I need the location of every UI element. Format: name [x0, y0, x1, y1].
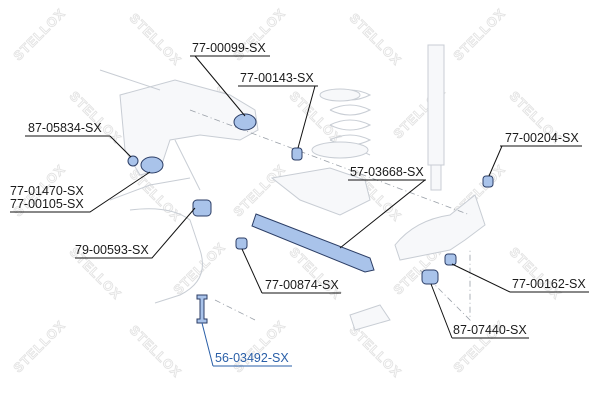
- bushing-77-00143[interactable]: [291, 147, 303, 161]
- watermark-text: STELLOX: [10, 5, 68, 63]
- label-77-00874-sx[interactable]: 77-00874-SX: [265, 278, 339, 292]
- stabilizer-link-56-03492[interactable]: [196, 294, 208, 324]
- suspension-sketch: [99, 44, 486, 331]
- label-77-01470-sx[interactable]: 77-01470-SX: [10, 184, 84, 198]
- watermark-text: STELLOX: [10, 317, 68, 375]
- label-77-00204-sx[interactable]: 77-00204-SX: [505, 131, 579, 145]
- label-87-05834-sx[interactable]: 87-05834-SX: [28, 121, 102, 135]
- watermark-text: STELLOX: [347, 322, 405, 380]
- stabilizer-bushing-79-00593[interactable]: [192, 199, 212, 217]
- part-labels: 77-00099-SX 77-00143-SX 87-05834-SX 77-0…: [10, 41, 586, 365]
- control-arm-57-03668[interactable]: [251, 213, 375, 273]
- watermark-text: STELLOX: [347, 10, 405, 68]
- label-77-00143-sx[interactable]: 77-00143-SX: [240, 71, 314, 85]
- watermark-text: STELLOX: [127, 166, 185, 224]
- watermark-text: STELLOX: [127, 10, 185, 68]
- label-77-00105-sx[interactable]: 77-00105-SX: [10, 197, 84, 211]
- leader-lines: [10, 55, 589, 367]
- bushing-87-05834[interactable]: [127, 155, 139, 167]
- label-77-00099-sx[interactable]: 77-00099-SX: [192, 41, 266, 55]
- watermark-text: STELLOX: [230, 317, 288, 375]
- label-77-00162-sx[interactable]: 77-00162-SX: [512, 277, 586, 291]
- label-56-03492-sx-link[interactable]: 56-03492-SX: [215, 351, 289, 365]
- watermark-text: STELLOX: [230, 161, 288, 219]
- bushing-77-00099[interactable]: [233, 113, 257, 131]
- bushing-77-00204[interactable]: [482, 175, 494, 188]
- mount-77-01470[interactable]: [140, 156, 164, 174]
- bushing-77-00162[interactable]: [444, 253, 457, 266]
- watermark-text: STELLOX: [67, 88, 125, 146]
- label-79-00593-sx[interactable]: 79-00593-SX: [75, 243, 149, 257]
- watermark-text: STELLOX: [450, 5, 508, 63]
- watermark-text: STELLOX: [507, 244, 565, 302]
- label-57-03668-sx[interactable]: 57-03668-SX: [350, 165, 424, 179]
- parts: [127, 113, 494, 324]
- bushing-77-00874[interactable]: [235, 237, 248, 250]
- watermark-text: STELLOX: [127, 322, 185, 380]
- bushing-87-07440[interactable]: [421, 269, 439, 285]
- label-87-07440-sx[interactable]: 87-07440-SX: [453, 323, 527, 337]
